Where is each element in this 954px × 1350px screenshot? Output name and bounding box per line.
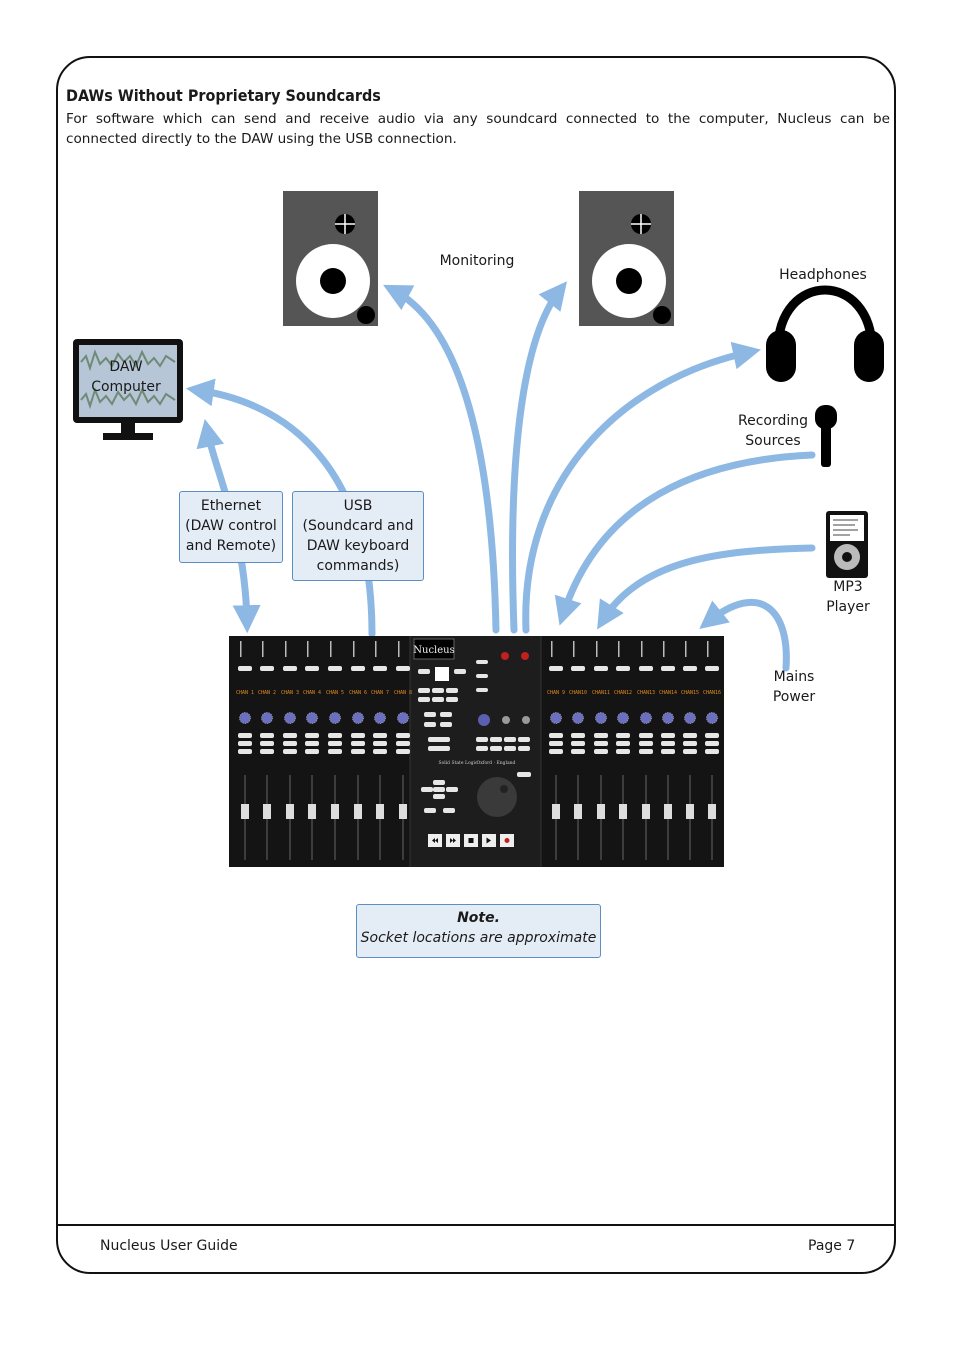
headphones-arrow — [522, 341, 761, 634]
usb-line-2: (Soundcard and — [302, 518, 414, 534]
mp3-label-line-1: MP3 — [833, 579, 863, 595]
nucleus-console: Nucleus Solid State Logic Oxford · Engla… — [229, 636, 724, 867]
daw-label-line-1: DAW — [109, 359, 143, 375]
mains-label-line-1: Mains — [773, 669, 815, 685]
speaker-left-icon — [283, 191, 378, 326]
monitor-left-arrow — [383, 284, 500, 634]
usb-line-4: commands) — [316, 558, 400, 574]
mp3-arrow — [597, 544, 816, 630]
channel-label-right-1: CHAN 9 — [547, 690, 565, 696]
console-place: Oxford · England — [477, 760, 516, 766]
note-title: Note. — [357, 908, 600, 928]
ethernet-line-3: and Remote) — [185, 538, 277, 554]
mains-power-label: Mains Power — [764, 667, 824, 707]
usb-line-3: DAW keyboard — [306, 538, 410, 554]
channel-label-left-8: CHAN 8 — [394, 690, 412, 696]
ethernet-line-2: (DAW control — [185, 518, 277, 534]
daw-label-line-2: Computer — [91, 379, 161, 395]
mp3-player-label: MP3 Player — [818, 577, 878, 617]
microphone-icon — [815, 405, 837, 467]
channel-label-left-3: CHAN 3 — [281, 690, 299, 696]
channel-label-right-7: CHAN15 — [681, 690, 699, 696]
computer-monitor-icon — [73, 339, 183, 440]
headphones-label: Headphones — [779, 267, 867, 283]
channel-label-right-3: CHAN11 — [592, 690, 610, 696]
console-logo: Nucleus — [413, 645, 454, 656]
usb-line-1: USB — [343, 498, 373, 514]
channel-label-right-2: CHAN10 — [569, 690, 587, 696]
mains-arrow — [699, 598, 790, 672]
recording-label-line-1: Recording — [737, 413, 809, 429]
footer-title: Nucleus User Guide — [100, 1238, 238, 1254]
ethernet-box: Ethernet (DAW control and Remote) — [179, 491, 283, 563]
channel-label-left-5: CHAN 5 — [326, 690, 344, 696]
channel-label-left-4: CHAN 4 — [303, 690, 321, 696]
channel-label-right-5: CHAN13 — [637, 690, 655, 696]
channel-label-right-4: CHAN12 — [614, 690, 632, 696]
note-box: Note. Socket locations are approximate — [356, 904, 601, 958]
usb-box: USB (Soundcard and DAW keyboard commands… — [292, 491, 424, 581]
footer-rule — [56, 1224, 896, 1226]
recording-sources-label: Recording Sources — [733, 411, 813, 451]
recording-label-line-2: Sources — [745, 433, 801, 449]
monitoring-label: Monitoring — [439, 253, 515, 269]
speaker-right-icon — [579, 191, 674, 326]
channel-label-left-2: CHAN 2 — [258, 690, 276, 696]
page-frame — [56, 56, 896, 1274]
recording-arrow — [554, 451, 816, 626]
channel-label-left-1: CHAN 1 — [236, 690, 254, 696]
channel-label-left-6: CHAN 6 — [349, 690, 367, 696]
daw-computer-label: DAW Computer — [86, 357, 166, 397]
note-title-text: Note. — [457, 910, 500, 926]
channel-label-right-8: CHAN16 — [703, 690, 721, 696]
channel-label-right-6: CHAN14 — [659, 690, 677, 696]
headphones-icon — [766, 285, 884, 382]
monitor-right-arrow — [509, 281, 567, 634]
section-heading: DAWs Without Proprietary Soundcards — [66, 86, 381, 105]
mp3-label-line-2: Player — [826, 599, 870, 615]
channel-label-left-7: CHAN 7 — [371, 690, 389, 696]
mains-label-line-2: Power — [772, 689, 816, 705]
note-text: Socket locations are approximate — [360, 930, 597, 946]
intro-paragraph: For software which can send and receive … — [66, 111, 890, 147]
footer-page-number: Page 7 — [808, 1238, 856, 1254]
ethernet-line-1: Ethernet — [200, 498, 262, 514]
console-maker: Solid State Logic — [439, 760, 478, 766]
mp3-player-icon — [826, 511, 868, 578]
